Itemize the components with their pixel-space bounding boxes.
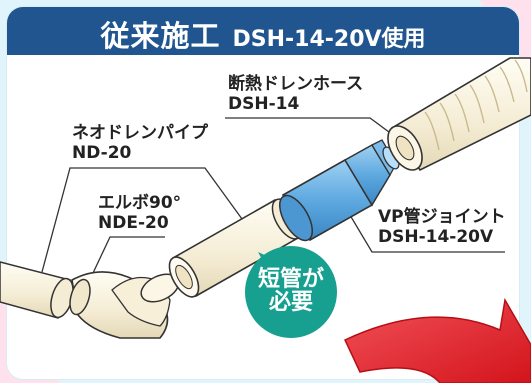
label-vp-joint-name: VP管ジョイント: [378, 207, 506, 227]
badge-line1: 短管が: [257, 267, 324, 292]
label-elbow: エルボ90° NDE-20: [98, 193, 182, 233]
drain-hose-icon: [387, 57, 531, 172]
label-elbow-code: NDE-20: [98, 212, 169, 233]
elbow-icon: [69, 271, 180, 339]
leader-pipe: [41, 167, 251, 273]
label-drain-hose-code: DSH-14: [228, 93, 300, 114]
label-drain-hose-name: 断熱ドレンホース: [228, 74, 364, 94]
label-elbow-name: エルボ90°: [98, 193, 182, 213]
label-drain-pipe-name: ネオドレンパイプ: [72, 123, 208, 143]
label-drain-pipe-code: ND-20: [72, 142, 132, 163]
header-subtitle: DSH-14-20V使用: [232, 27, 426, 52]
header-bar: 従来施工 DSH-14-20V使用: [7, 7, 519, 55]
leader-hose: [225, 117, 394, 136]
label-vp-joint: VP管ジョイント DSH-14-20V: [378, 207, 506, 247]
header-title: 従来施工: [100, 19, 221, 53]
label-drain-hose: 断熱ドレンホース DSH-14: [228, 74, 364, 114]
short-pipe-needed-badge: [245, 246, 337, 338]
badge-line2: 必要: [268, 290, 313, 316]
red-arrow-icon: [344, 297, 531, 383]
label-drain-pipe: ネオドレンパイプ ND-20: [72, 123, 208, 163]
left-pipe-icon: [0, 261, 74, 319]
vp-joint-icon: [278, 139, 400, 242]
badge-text: 短管が 必要: [246, 268, 336, 314]
label-vp-joint-code: DSH-14-20V: [378, 226, 494, 247]
